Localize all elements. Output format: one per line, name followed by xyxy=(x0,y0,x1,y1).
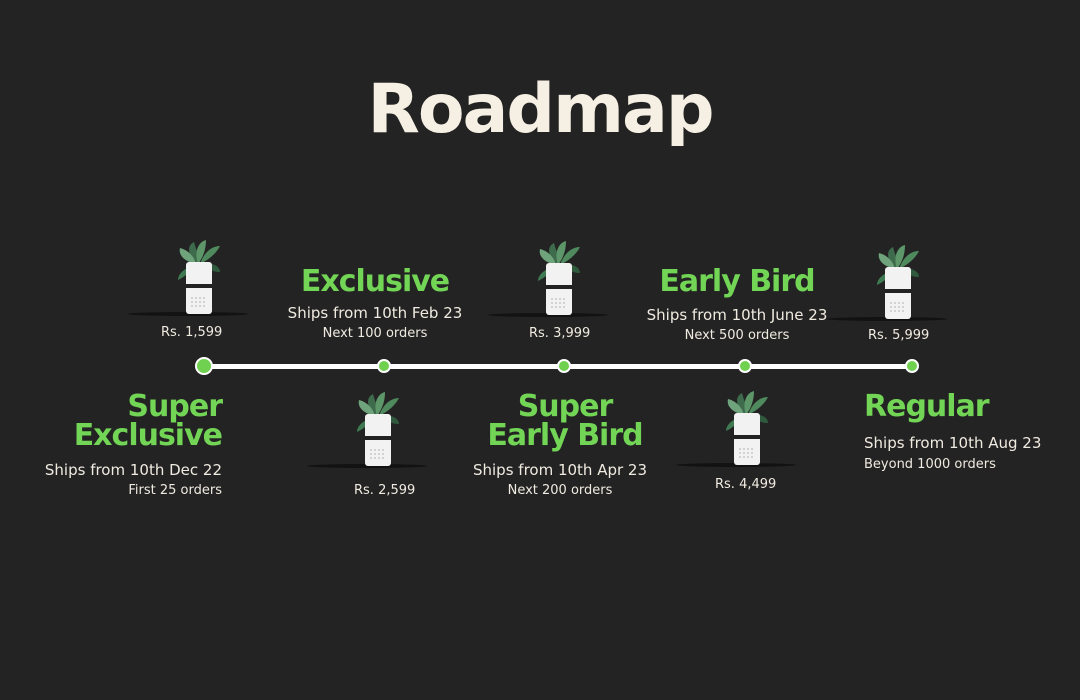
orders-early-bird: Next 500 orders xyxy=(684,328,790,343)
tier-name-exclusive: Exclusive xyxy=(300,264,450,299)
timeline-dot-4 xyxy=(738,359,752,373)
air-purifier-plant-icon xyxy=(488,239,618,319)
air-purifier-plant-icon xyxy=(307,390,437,470)
orders-exclusive: Next 100 orders xyxy=(322,326,428,341)
ships-date-super-exclusive: Ships from 10th Dec 22 xyxy=(44,461,222,479)
tier-name-early-bird: Early Bird xyxy=(659,264,815,299)
page-title: Roadmap xyxy=(367,70,714,149)
ships-date-regular: Ships from 10th Aug 23 xyxy=(864,434,1042,452)
ships-date-early-bird: Ships from 10th June 23 xyxy=(646,306,828,324)
price-regular: Rs. 5,999 xyxy=(868,328,930,343)
tier-name-regular: Regular xyxy=(864,389,990,424)
orders-super-early-bird: Next 200 orders xyxy=(507,483,613,498)
price-early-bird: Rs. 4,499 xyxy=(715,477,777,492)
orders-regular: Beyond 1000 orders xyxy=(864,457,996,472)
price-super-early-bird: Rs. 3,999 xyxy=(529,326,591,341)
air-purifier-plant-icon xyxy=(676,389,806,469)
tier-name-super-early-bird: Super Early Bird xyxy=(487,389,643,453)
ships-date-exclusive: Ships from 10th Feb 23 xyxy=(287,304,463,322)
tier-name-super-exclusive: Super Exclusive xyxy=(73,389,223,453)
timeline-dot-3 xyxy=(557,359,571,373)
timeline-dot-2 xyxy=(377,359,391,373)
timeline-dot-5 xyxy=(905,359,919,373)
air-purifier-plant-icon xyxy=(827,243,957,323)
air-purifier-plant-icon xyxy=(128,238,258,318)
timeline-dot-1 xyxy=(195,357,213,375)
price-super-exclusive: Rs. 1,599 xyxy=(161,325,223,340)
orders-super-exclusive: First 25 orders xyxy=(128,483,222,498)
price-exclusive: Rs. 2,599 xyxy=(354,483,416,498)
ships-date-super-early-bird: Ships from 10th Apr 23 xyxy=(472,461,648,479)
